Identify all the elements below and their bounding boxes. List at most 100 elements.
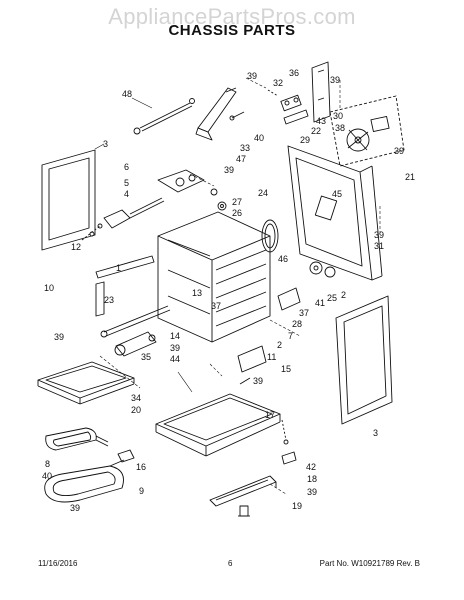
callout-1[interactable]: 1 xyxy=(116,263,121,273)
callout-37[interactable]: 37 xyxy=(299,308,309,318)
part-27-fastener[interactable] xyxy=(210,188,218,196)
part-44-drawer-pan[interactable] xyxy=(155,393,281,457)
callout-40[interactable]: 40 xyxy=(42,471,52,481)
part-10-front-trim[interactable] xyxy=(95,255,155,317)
callout-45[interactable]: 45 xyxy=(332,189,342,199)
callout-24[interactable]: 24 xyxy=(258,188,268,198)
part-12-screws[interactable] xyxy=(81,223,103,241)
part-40-screw-a[interactable] xyxy=(229,111,245,121)
callout-22[interactable]: 22 xyxy=(311,126,321,136)
callout-12[interactable]: 12 xyxy=(71,242,81,252)
callout-7[interactable]: 7 xyxy=(288,331,293,341)
callout-3[interactable]: 3 xyxy=(103,139,108,149)
callout-47[interactable]: 47 xyxy=(236,154,246,164)
part-3-door-frame-left[interactable] xyxy=(41,149,96,251)
callout-13[interactable]: 13 xyxy=(192,288,202,298)
part-20-broil-tray[interactable] xyxy=(37,361,135,405)
part-25-roller[interactable] xyxy=(324,266,336,278)
part-36-vertical-bracket[interactable] xyxy=(311,61,331,123)
part-48-rod[interactable] xyxy=(133,98,195,135)
callout-30[interactable]: 30 xyxy=(333,111,343,121)
footer-part-number: Part No. W10921789 Rev. B xyxy=(319,559,420,568)
part-32-terminal-block[interactable] xyxy=(280,94,302,112)
part-1-oven-cavity[interactable] xyxy=(157,211,271,343)
callout-34[interactable]: 34 xyxy=(131,393,141,403)
callout-19[interactable]: 19 xyxy=(292,501,302,511)
callout-40[interactable]: 40 xyxy=(254,133,264,143)
callout-4[interactable]: 4 xyxy=(124,189,129,199)
footer-date: 11/16/2016 xyxy=(38,559,78,568)
callout-17[interactable]: 17 xyxy=(265,410,275,420)
callout-43[interactable]: 43 xyxy=(316,116,326,126)
part-6-valve-housing[interactable] xyxy=(157,169,205,193)
part-42-pad[interactable] xyxy=(281,451,297,465)
part-3-door-glass-right[interactable] xyxy=(335,295,393,425)
part-30-convection-fan[interactable] xyxy=(329,95,405,167)
callout-16[interactable]: 16 xyxy=(136,462,146,472)
part-31-rear-chassis[interactable] xyxy=(287,145,383,281)
part-16-bracket[interactable] xyxy=(117,449,135,463)
callout-32[interactable]: 32 xyxy=(273,78,283,88)
callout-41[interactable]: 41 xyxy=(315,298,325,308)
callout-35[interactable]: 35 xyxy=(141,352,151,362)
callout-39[interactable]: 39 xyxy=(307,487,317,497)
callout-6[interactable]: 6 xyxy=(124,162,129,172)
callout-39[interactable]: 39 xyxy=(224,165,234,175)
callout-31[interactable]: 31 xyxy=(374,241,384,251)
part-18-drawer-slide[interactable] xyxy=(209,475,277,507)
part-23-harness[interactable] xyxy=(100,305,171,338)
part-47-bracket[interactable] xyxy=(195,87,237,141)
callout-18[interactable]: 18 xyxy=(307,474,317,484)
diagram-title: CHASSIS PARTS xyxy=(168,22,296,39)
part-46-leveling-leg[interactable] xyxy=(309,261,323,275)
part-4-switch-bracket[interactable] xyxy=(103,197,165,229)
callout-39[interactable]: 39 xyxy=(330,75,340,85)
part-26-fastener[interactable] xyxy=(217,201,227,211)
callout-44[interactable]: 44 xyxy=(170,354,180,364)
part-19-foot[interactable] xyxy=(238,505,250,517)
callout-36[interactable]: 36 xyxy=(289,68,299,78)
callout-9[interactable]: 9 xyxy=(139,486,144,496)
callout-33[interactable]: 33 xyxy=(240,143,250,153)
callout-23[interactable]: 23 xyxy=(104,295,114,305)
callout-39[interactable]: 39 xyxy=(170,343,180,353)
part-28-bracket[interactable] xyxy=(277,287,301,311)
callout-39[interactable]: 39 xyxy=(247,71,257,81)
callout-38[interactable]: 38 xyxy=(335,123,345,133)
callout-11[interactable]: 11 xyxy=(267,352,276,362)
callout-39[interactable]: 39 xyxy=(253,376,263,386)
callout-14[interactable]: 14 xyxy=(170,331,180,341)
callout-26[interactable]: 26 xyxy=(232,208,242,218)
callout-46[interactable]: 46 xyxy=(278,254,288,264)
callout-29[interactable]: 29 xyxy=(300,135,310,145)
part-8-broil-element[interactable] xyxy=(45,427,109,451)
callout-2[interactable]: 2 xyxy=(341,290,346,300)
callout-20[interactable]: 20 xyxy=(131,405,141,415)
callout-2[interactable]: 2 xyxy=(277,340,282,350)
callout-15[interactable]: 15 xyxy=(281,364,291,374)
part-17-screw[interactable] xyxy=(281,419,289,445)
callout-39[interactable]: 39 xyxy=(70,503,80,513)
part-22-bracket[interactable] xyxy=(283,109,309,125)
callout-5[interactable]: 5 xyxy=(124,178,129,188)
part-15-bracket[interactable] xyxy=(237,345,267,385)
callout-39[interactable]: 39 xyxy=(394,146,404,156)
callout-37[interactable]: 37 xyxy=(211,301,221,311)
callout-28[interactable]: 28 xyxy=(292,319,302,329)
watermark-text: AppliancePartsPros.com xyxy=(108,4,356,29)
callout-48[interactable]: 48 xyxy=(122,89,132,99)
callout-8[interactable]: 8 xyxy=(45,459,50,469)
callout-25[interactable]: 25 xyxy=(327,293,337,303)
callout-3[interactable]: 3 xyxy=(373,428,378,438)
callout-27[interactable]: 27 xyxy=(232,197,242,207)
footer-page-number: 6 xyxy=(228,559,233,568)
callout-39[interactable]: 39 xyxy=(374,230,384,240)
callout-42[interactable]: 42 xyxy=(306,462,316,472)
callout-39[interactable]: 39 xyxy=(54,332,64,342)
part-35-orifice[interactable] xyxy=(114,331,157,357)
callout-10[interactable]: 10 xyxy=(44,283,54,293)
part-9-bake-element[interactable] xyxy=(44,459,125,503)
callout-21[interactable]: 21 xyxy=(405,172,415,182)
